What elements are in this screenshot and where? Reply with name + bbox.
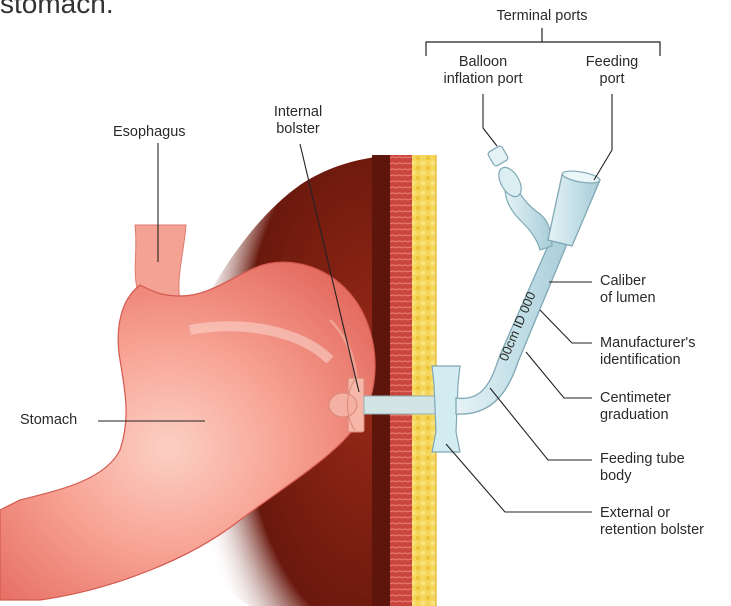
label-caliber-line2: of lumen: [600, 290, 656, 307]
label-external-bolster: External or retention bolster: [600, 505, 704, 539]
label-tube-body: Feeding tube body: [600, 451, 685, 485]
label-internal-bolster-line2: bolster: [258, 121, 338, 138]
label-external-line2: retention bolster: [600, 522, 704, 539]
leader-manufacturer: [540, 310, 592, 343]
label-tube-body-line1: Feeding tube: [600, 451, 685, 468]
label-esophagus: Esophagus: [113, 124, 186, 141]
label-centimeter-line2: graduation: [600, 407, 671, 424]
label-balloon-port-line2: inflation port: [425, 71, 541, 88]
label-balloon-port-line1: Balloon: [425, 54, 541, 71]
leader-tube-body: [490, 388, 592, 460]
terminal-ports-bracket: [426, 28, 660, 56]
label-centimeter-line1: Centimeter: [600, 390, 671, 407]
leader-centimeter: [526, 352, 592, 398]
label-caliber-line1: Caliber: [600, 273, 656, 290]
fat-layer: [412, 155, 436, 606]
abdominal-wall-dark: [372, 155, 392, 606]
label-internal-bolster-line1: Internal: [258, 104, 338, 121]
leader-balloon: [483, 94, 497, 146]
label-centimeter: Centimeter graduation: [600, 390, 671, 424]
label-feeding-port-line2: port: [572, 71, 652, 88]
muscle-layer: [390, 155, 412, 606]
tube-tract: [364, 396, 436, 414]
label-feeding-port: Feeding port: [572, 54, 652, 88]
label-feeding-port-line1: Feeding: [572, 54, 652, 71]
label-manufacturer-line2: identification: [600, 352, 695, 369]
feeding-port: [548, 175, 600, 246]
label-manufacturer: Manufacturer's identification: [600, 335, 695, 369]
label-tube-body-line2: body: [600, 468, 685, 485]
leader-external: [446, 444, 592, 512]
leader-feeding: [594, 94, 612, 180]
label-balloon-port: Balloon inflation port: [425, 54, 541, 88]
label-caliber: Caliber of lumen: [600, 273, 656, 307]
label-external-line1: External or: [600, 505, 704, 522]
label-terminal-ports: Terminal ports: [482, 8, 602, 25]
label-manufacturer-line1: Manufacturer's: [600, 335, 695, 352]
label-stomach: Stomach: [20, 412, 77, 429]
label-internal-bolster: Internal bolster: [258, 104, 338, 138]
